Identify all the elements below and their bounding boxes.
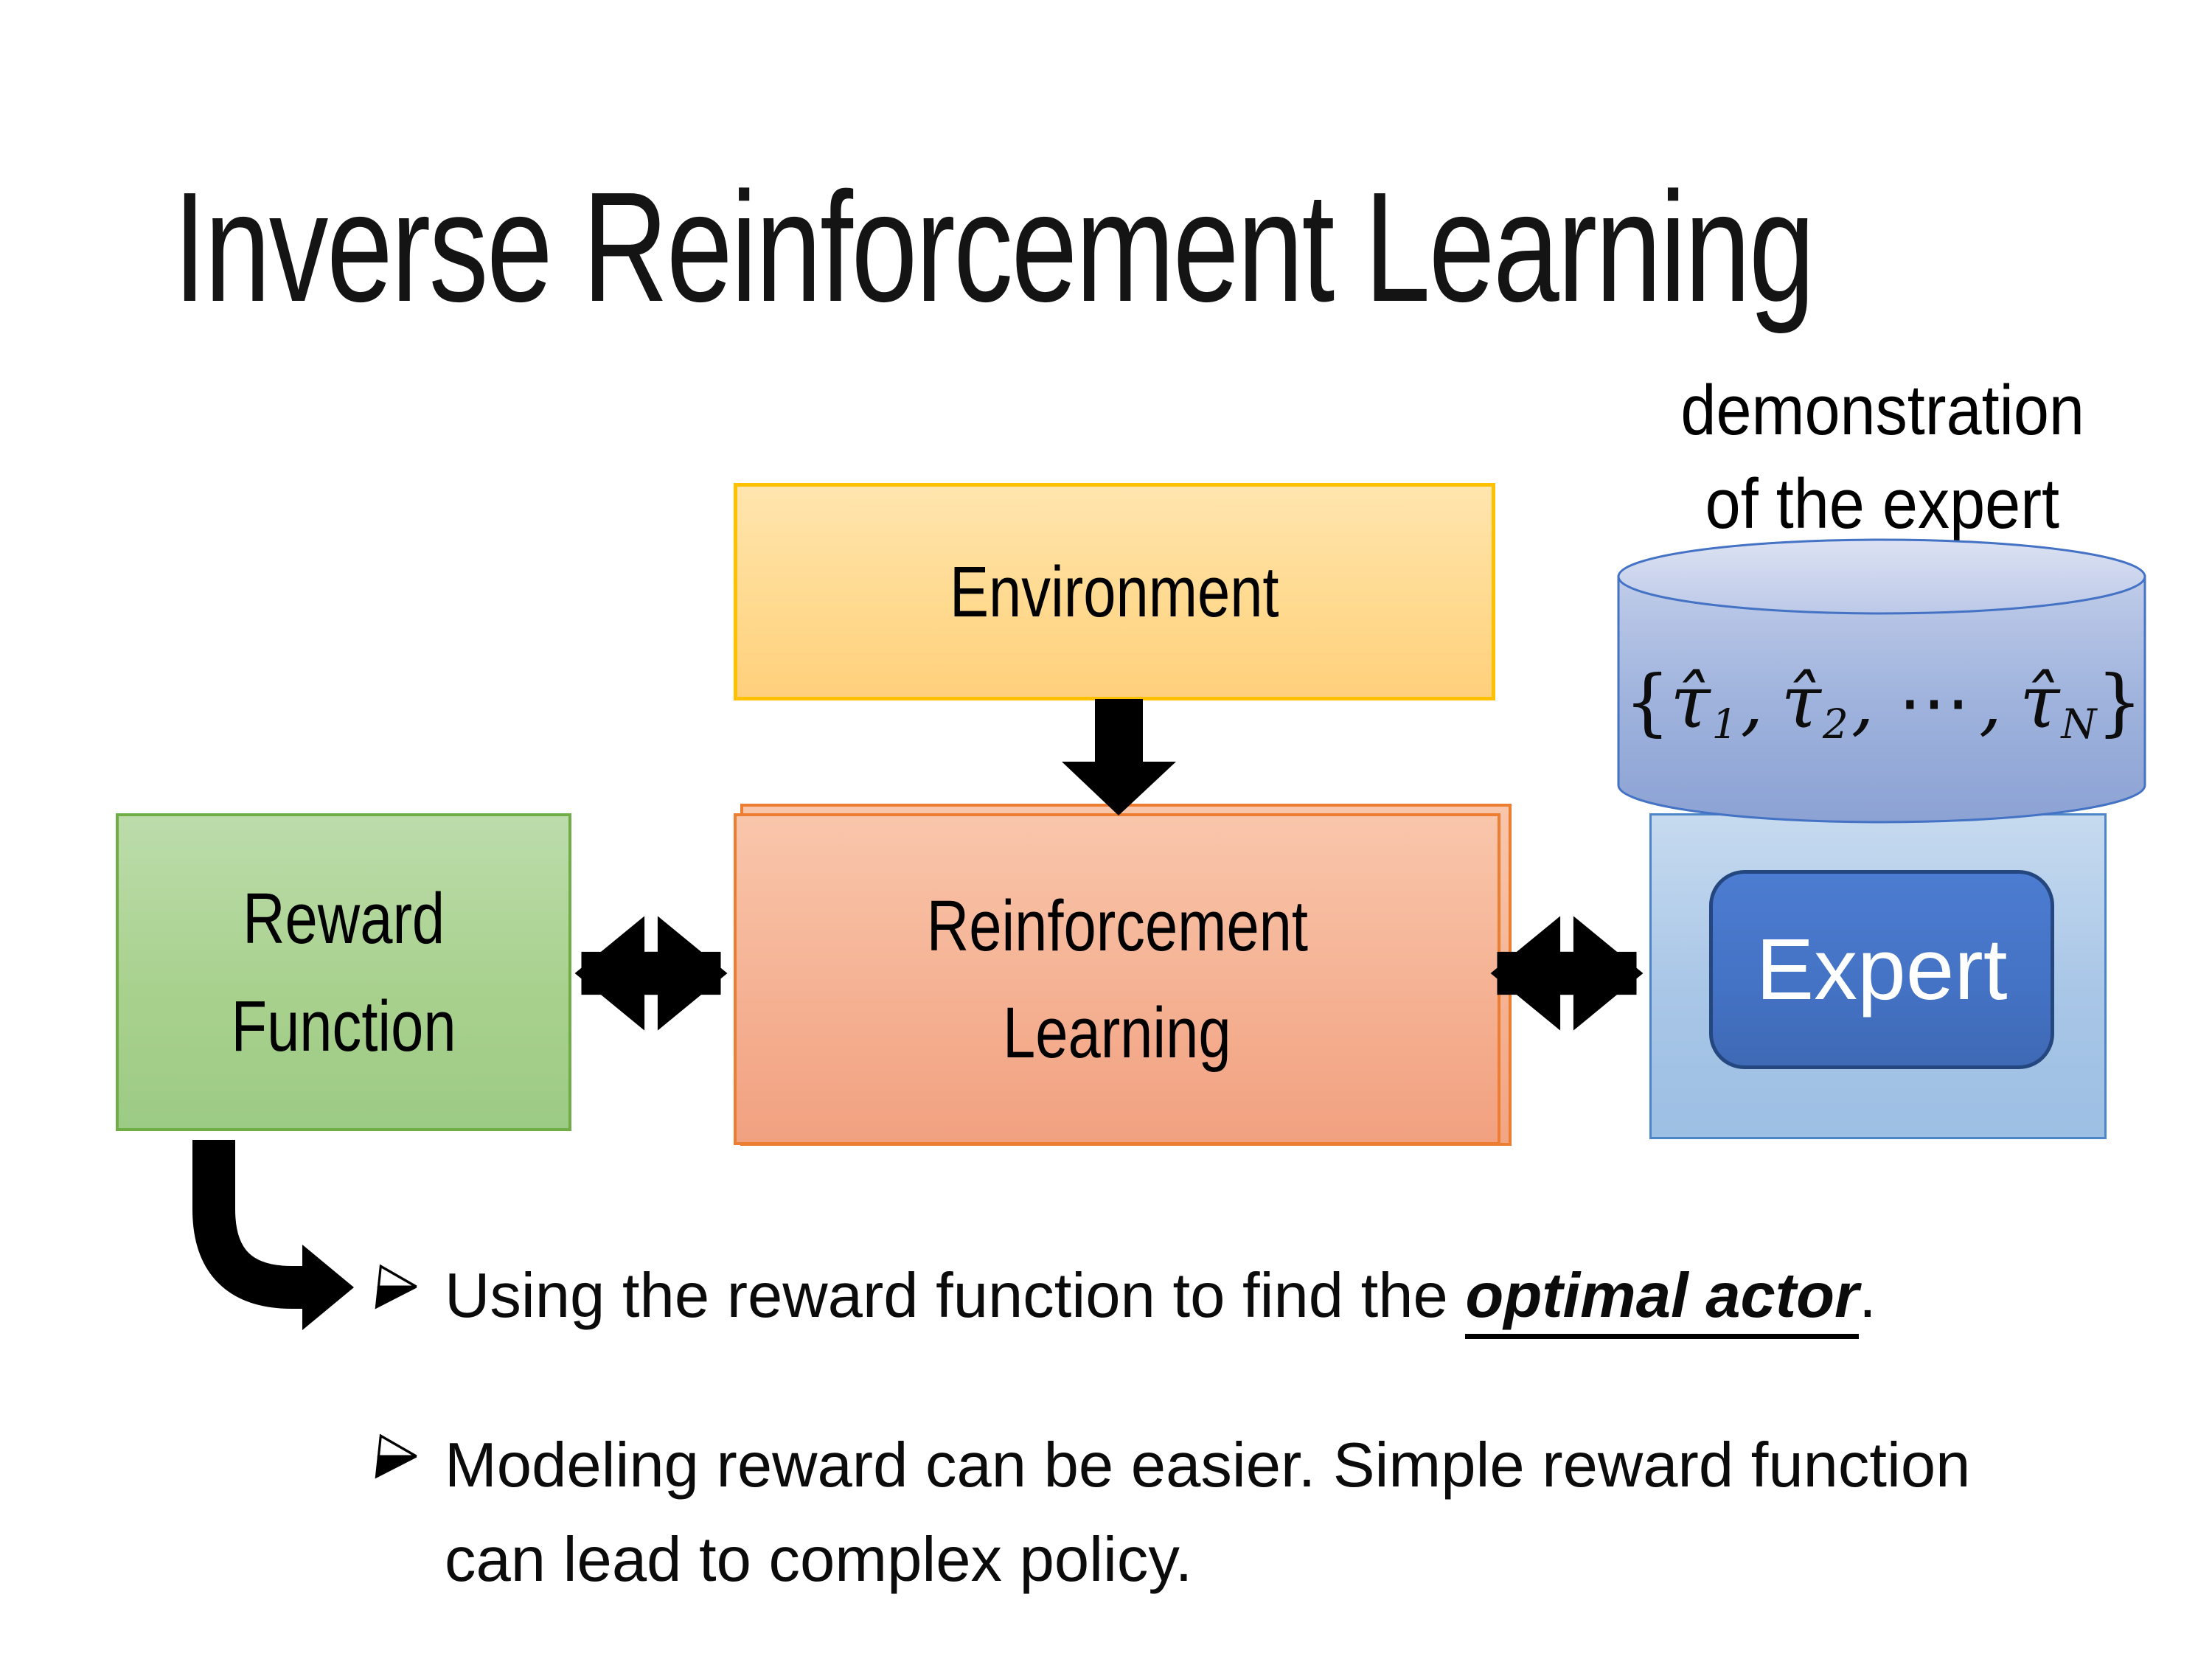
reward-function-label-line1: Reward bbox=[242, 878, 445, 959]
down-arrow bbox=[1062, 699, 1176, 815]
arrowhead-bullet-icon bbox=[375, 1433, 417, 1479]
reinforcement-learning-label-line1: Reinforcement bbox=[926, 885, 1308, 966]
bullet-2-text: Modeling reward can be easier. Simple re… bbox=[445, 1430, 1971, 1595]
tau-hat-2: τ̂ bbox=[1781, 661, 1821, 745]
trajectory-set-formula: {τ̂1,τ̂2,⋯,τ̂N} bbox=[1624, 658, 2143, 750]
tau-sub-2: 2 bbox=[1822, 700, 1848, 748]
bullet-item-1: Using the reward function to find the op… bbox=[372, 1249, 1877, 1343]
reward-function-node: Reward Function bbox=[116, 813, 571, 1131]
demonstration-cylinder bbox=[1617, 538, 2146, 824]
page-title-text: Inverse Reinforcement Learning bbox=[173, 159, 1815, 334]
bullet-1-text-after: . bbox=[1859, 1261, 1877, 1331]
reward-function-label-line2: Function bbox=[231, 985, 456, 1066]
comma-3: , bbox=[1978, 661, 2003, 745]
arrowhead-bullet-icon bbox=[375, 1264, 417, 1310]
bullet-1-text-before: Using the reward function to find the bbox=[445, 1261, 1466, 1331]
environment-label: Environment bbox=[950, 551, 1279, 632]
bullet-1-emphasis: optimal actor bbox=[1465, 1261, 1860, 1339]
annotation-line-1: demonstration bbox=[1680, 371, 2084, 450]
demonstration-annotation: demonstration of the expert bbox=[1624, 364, 2140, 551]
environment-node: Environment bbox=[734, 483, 1495, 700]
double-arrow-reward-rl bbox=[574, 916, 728, 1031]
expert-label: Expert bbox=[1756, 921, 2008, 1018]
tau-sub-1: 1 bbox=[1711, 700, 1738, 748]
bullet-item-2: Modeling reward can be easier. Simple re… bbox=[372, 1419, 1971, 1607]
bullet-1-text: Using the reward function to find the op… bbox=[445, 1249, 1877, 1343]
double-arrow-rl-expert bbox=[1490, 916, 1644, 1031]
close-brace: } bbox=[2096, 661, 2143, 745]
page-title: Inverse Reinforcement Learning bbox=[173, 161, 2212, 333]
reinforcement-learning-node: Reinforcement Learning bbox=[734, 813, 1500, 1145]
bent-arrow bbox=[192, 1140, 354, 1330]
comma-1: , bbox=[1740, 661, 1764, 745]
annotation-line-2: of the expert bbox=[1705, 464, 2060, 543]
tau-sub-n: N bbox=[2061, 700, 2097, 748]
cdots: ⋯ bbox=[1897, 661, 1970, 745]
expert-node: Expert bbox=[1709, 870, 2054, 1069]
reinforcement-learning-label-line2: Learning bbox=[1003, 992, 1231, 1073]
tau-hat-1: τ̂ bbox=[1670, 661, 1711, 745]
tau-hat-n: τ̂ bbox=[2020, 661, 2060, 745]
comma-2: , bbox=[1851, 661, 1874, 745]
open-brace: { bbox=[1624, 661, 1671, 745]
